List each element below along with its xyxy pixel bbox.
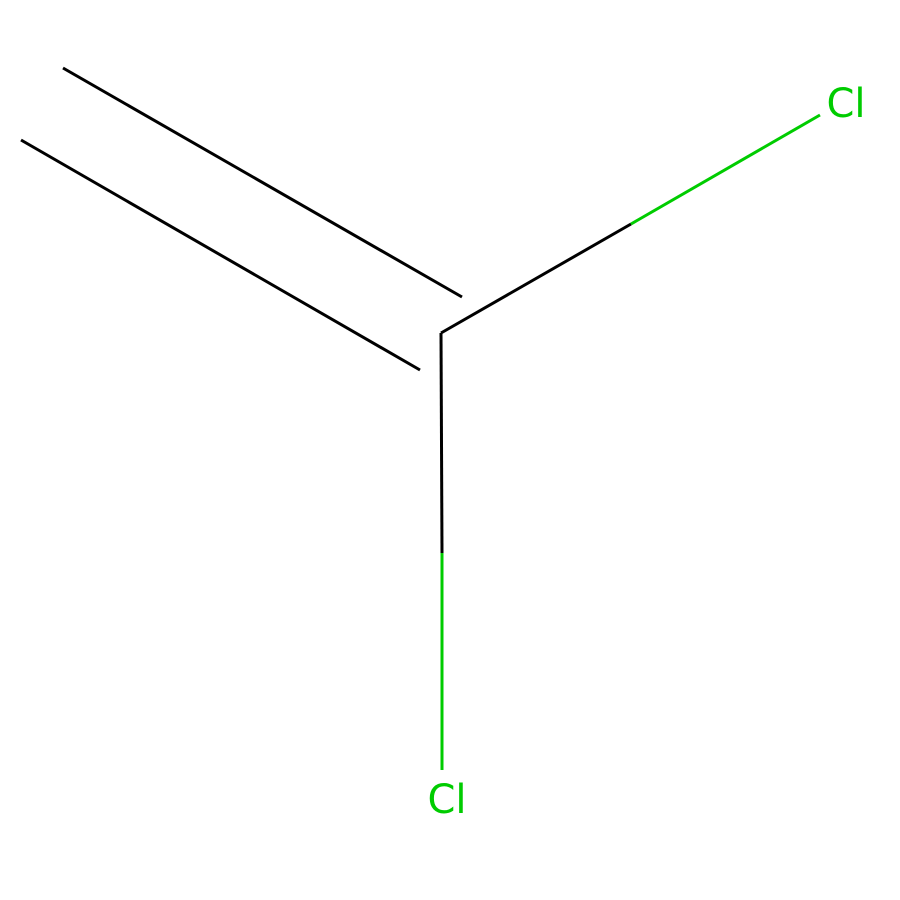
single-bond-c2-cl-top-right xyxy=(440,113,821,335)
single-bond-c2-cl-bottom xyxy=(439,332,444,770)
double-bond-line-outer xyxy=(62,66,463,299)
bond-half-carbon xyxy=(439,332,444,554)
double-bond-c1-c2 xyxy=(20,66,463,372)
atom-label-chlorine-bottom: Cl xyxy=(427,777,466,823)
atom-label-chlorine-top-right: Cl xyxy=(826,81,865,127)
bond-half-chlorine xyxy=(630,113,821,226)
double-bond-line-inner xyxy=(20,138,421,372)
bond-half-carbon xyxy=(440,222,632,335)
